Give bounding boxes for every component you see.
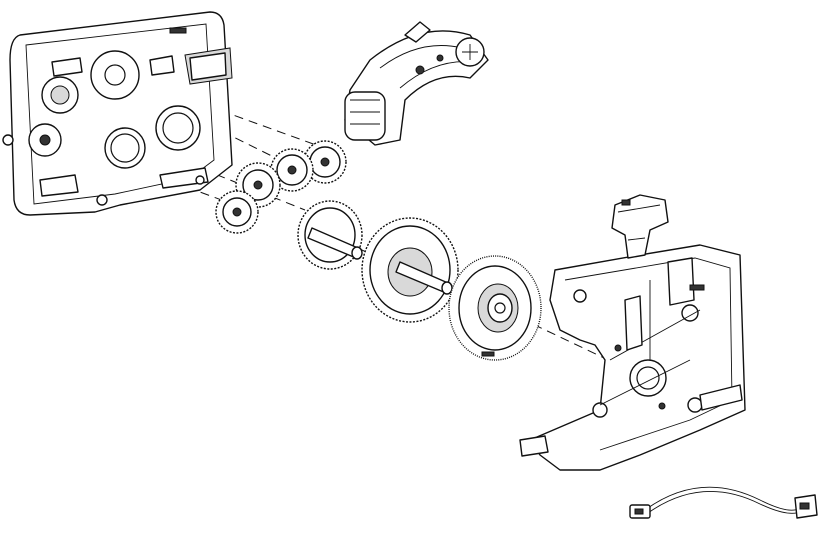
switch-clip [611, 194, 669, 259]
small-gear-cluster [215, 140, 347, 234]
medium-gear-with-shaft [297, 200, 363, 270]
back-housing-plate [2, 11, 233, 216]
wire-harness [629, 486, 818, 519]
front-housing-frame [519, 244, 746, 471]
large-gear-with-shaft [361, 217, 459, 323]
encoder-wheel [448, 255, 542, 361]
curved-cam-bracket [344, 21, 489, 146]
